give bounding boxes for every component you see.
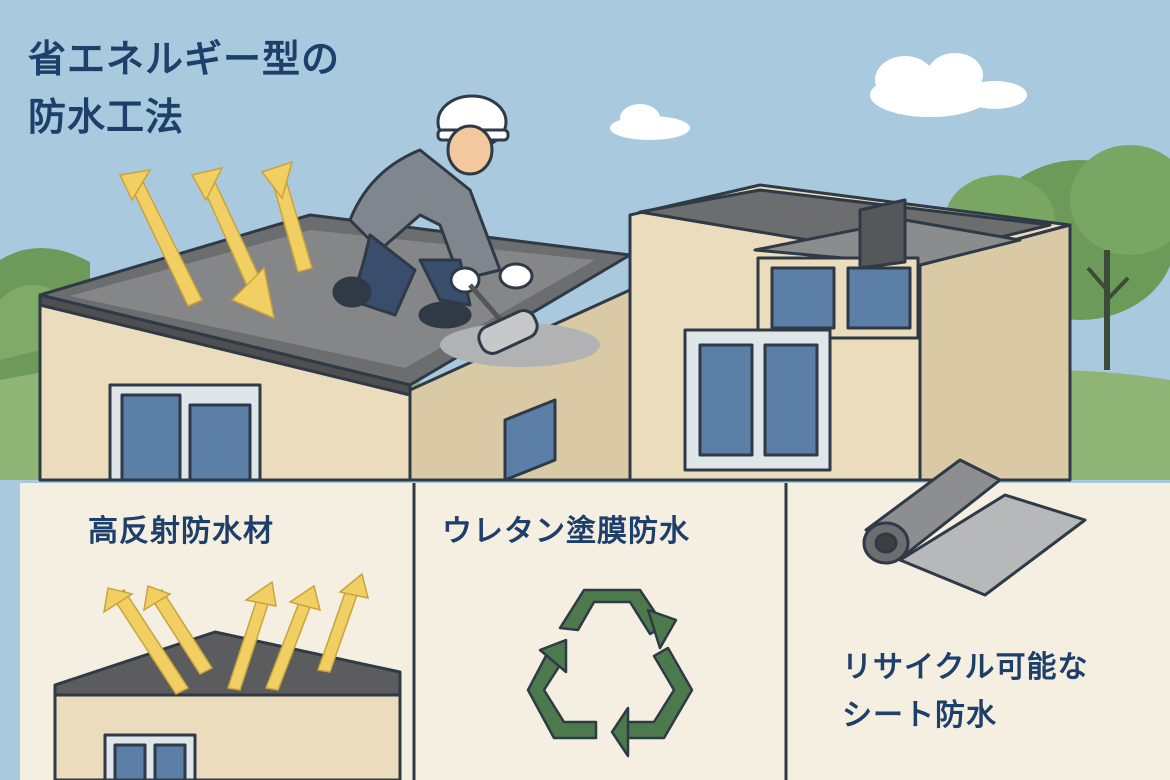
sheet-roll-icon bbox=[862, 458, 1087, 597]
page-title: 省エネルギー型の 防水工法 bbox=[28, 30, 340, 146]
title-line-2: 防水工法 bbox=[28, 95, 185, 139]
reflection-arrows bbox=[118, 160, 313, 320]
reflection-arrows bbox=[102, 572, 370, 695]
recycle-icon bbox=[526, 588, 694, 758]
panel-1-label: 高反射防水材 bbox=[88, 514, 274, 549]
cloud bbox=[610, 104, 690, 140]
reflective-roof-icon bbox=[53, 630, 402, 780]
panel-3-label-line-2: シート防水 bbox=[842, 698, 997, 733]
panel-3-label-line-1: リサイクル可能な bbox=[842, 650, 1089, 685]
panel-3-label: リサイクル可能な シート防水 bbox=[842, 644, 1089, 740]
right-building bbox=[628, 183, 1072, 482]
cloud bbox=[870, 53, 1027, 117]
panel-2-label: ウレタン塗膜防水 bbox=[442, 514, 690, 549]
title-line-1: 省エネルギー型の bbox=[28, 37, 341, 81]
worker bbox=[332, 94, 539, 355]
